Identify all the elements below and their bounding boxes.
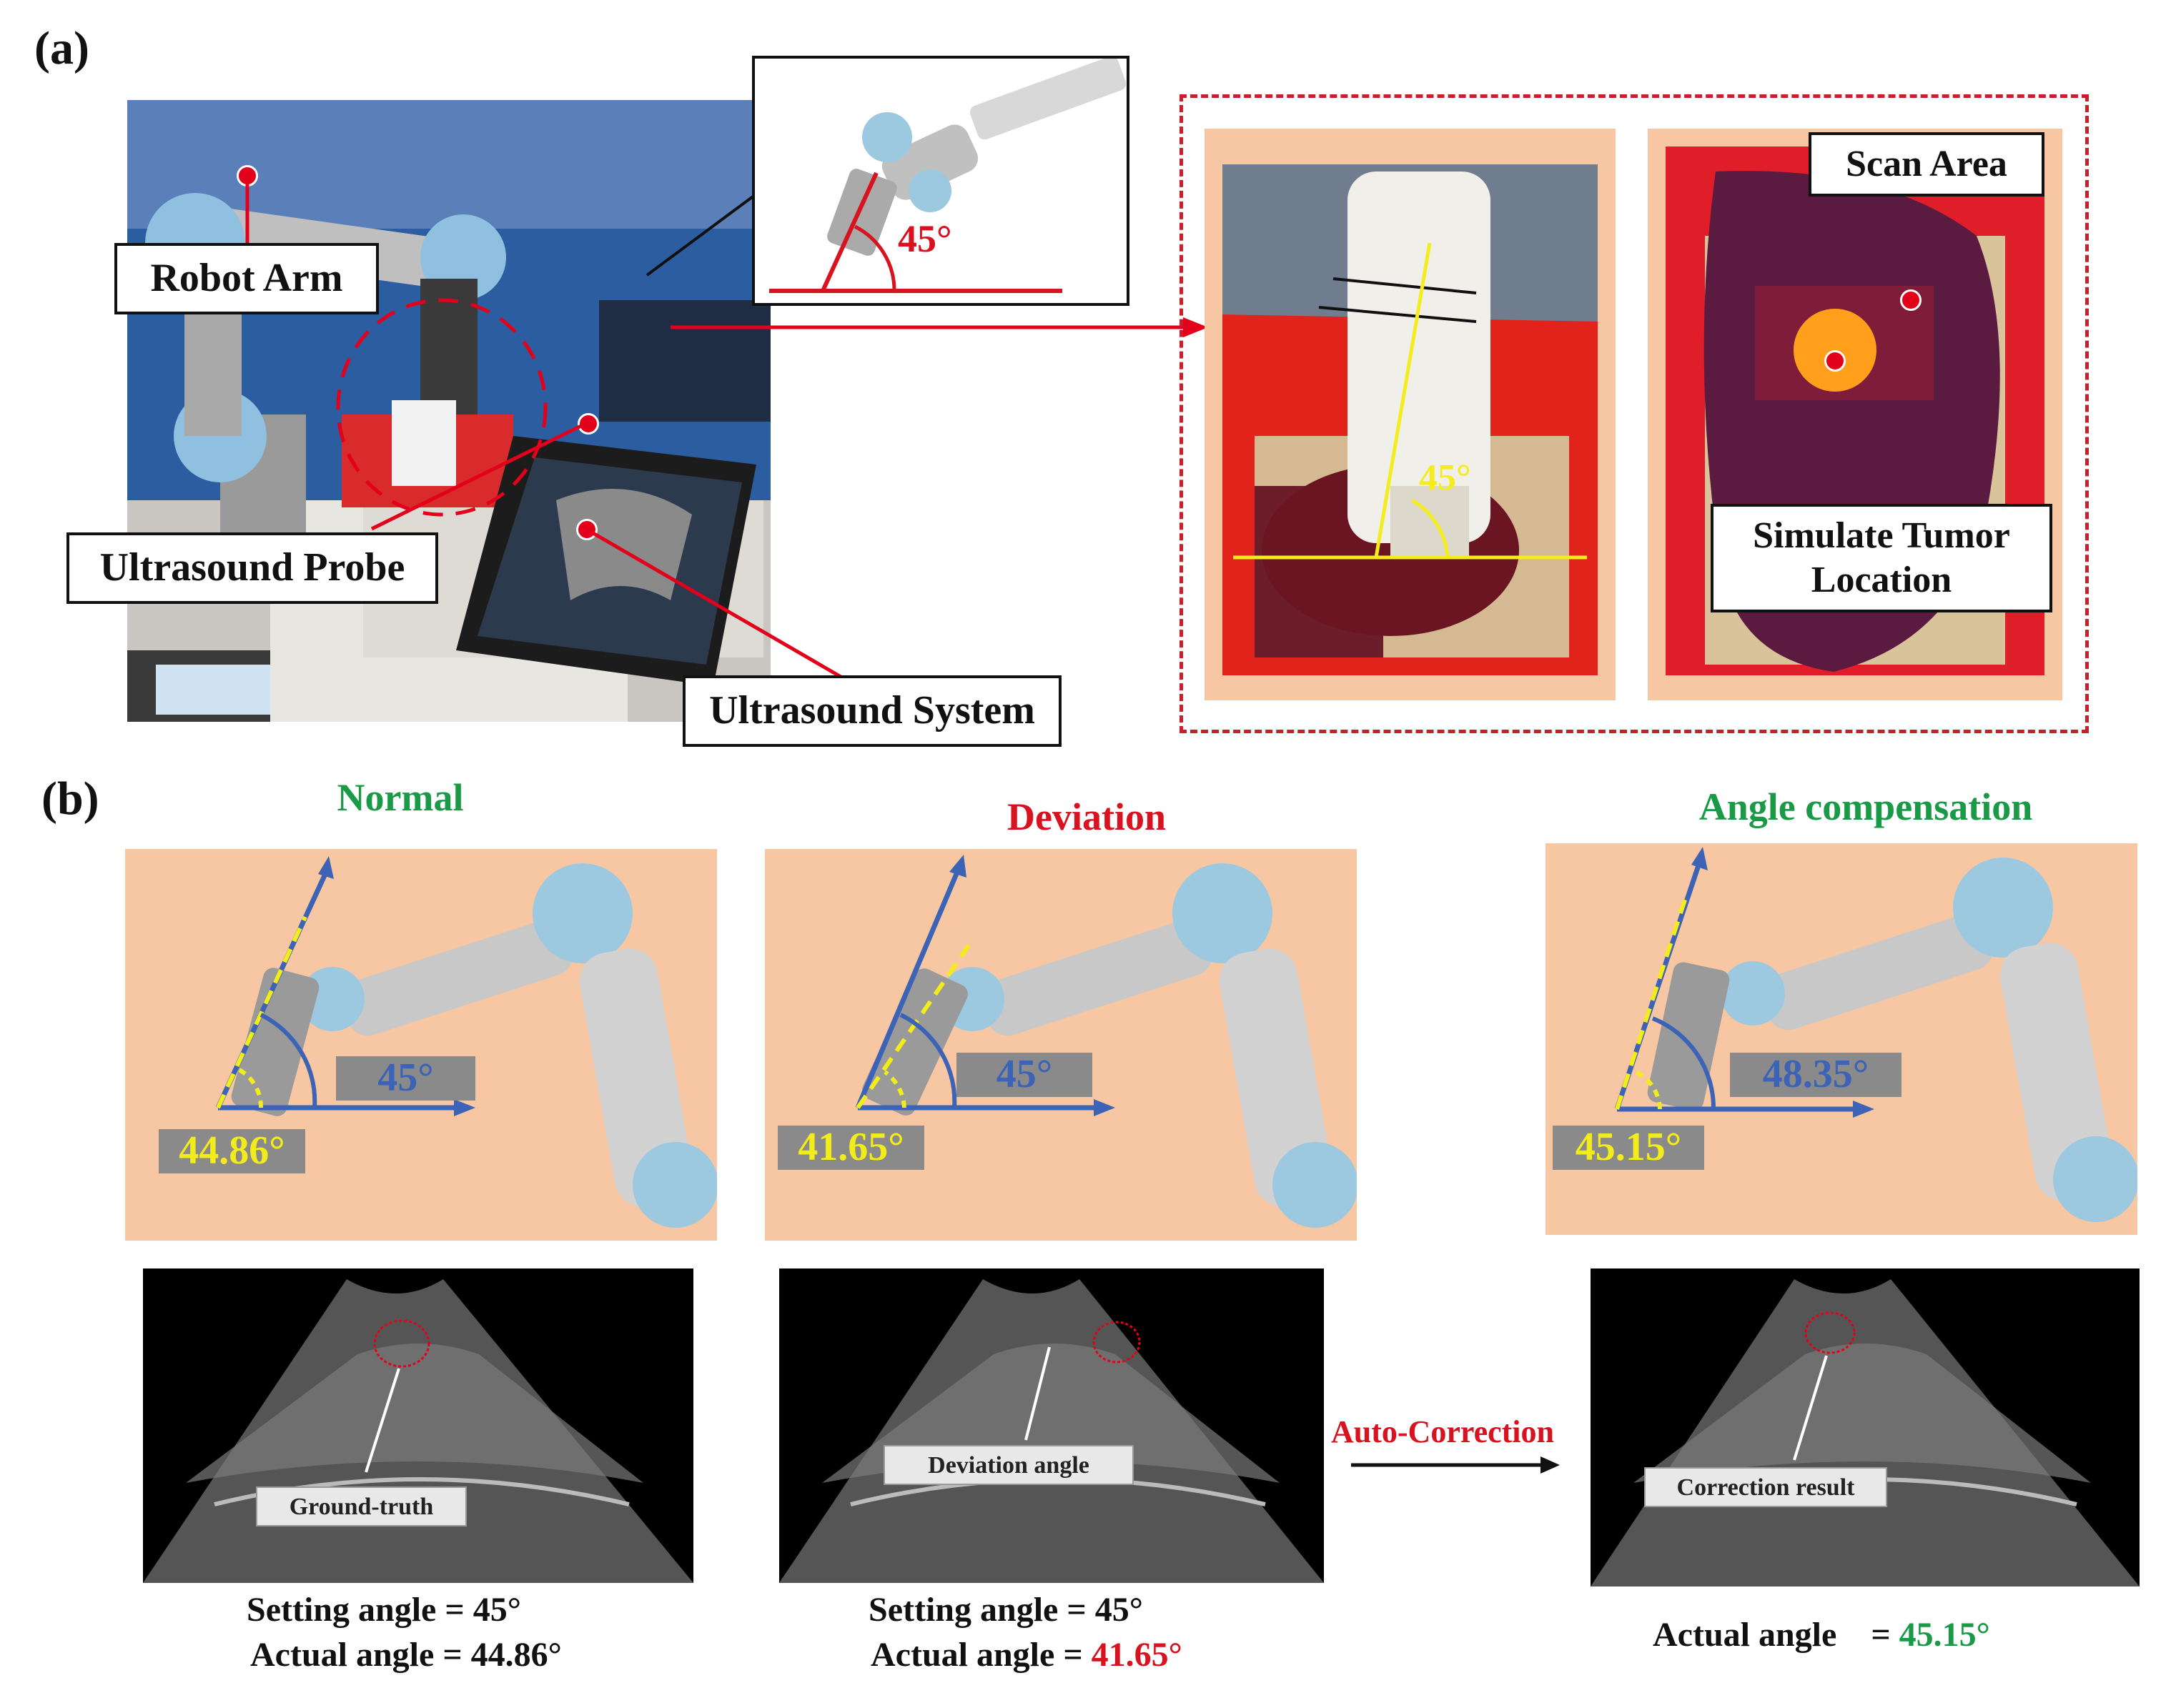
caption-deviation-actual-prefix: Actual angle = bbox=[871, 1636, 1092, 1674]
callout-ultrasound-system: Ultrasound System bbox=[683, 675, 1062, 747]
inset-angle-label: 45° bbox=[898, 217, 952, 260]
inset-probe-angle: 45° bbox=[752, 56, 1129, 306]
caption-normal-actual-value: 44.86° bbox=[470, 1636, 562, 1674]
ultrasound-correction bbox=[1591, 1268, 2140, 1587]
auto-correction-label: Auto-Correction bbox=[1331, 1414, 1554, 1449]
scene-normal bbox=[125, 849, 717, 1241]
us-label-ground-truth: Ground-truth bbox=[256, 1486, 467, 1526]
heading-deviation: Deviation bbox=[1007, 795, 1166, 838]
heading-angle-compensation: Angle compensation bbox=[1698, 785, 2033, 828]
callout-simulate-tumor-line1: Simulate Tumor bbox=[1753, 515, 2010, 556]
scan-area-photo bbox=[1648, 129, 2062, 700]
set-angle-normal: 45° bbox=[336, 1056, 475, 1101]
scene-compensation bbox=[1546, 843, 2137, 1235]
caption-deviation-setting: Setting angle = 45° bbox=[869, 1591, 1143, 1629]
measured-angle-deviation: 41.65° bbox=[778, 1126, 924, 1170]
ultrasound-deviation bbox=[779, 1268, 1324, 1583]
callout-scan-area: Scan Area bbox=[1809, 132, 2044, 197]
panel-b-label: (b) bbox=[41, 773, 99, 825]
panel-a-label: (a) bbox=[34, 22, 89, 74]
caption-compensation-actual-prefix: Actual angle = bbox=[1653, 1616, 1899, 1654]
auto-correction-arrow bbox=[1351, 1456, 1560, 1474]
us-label-correction-result: Correction result bbox=[1644, 1467, 1887, 1507]
measured-angle-compensation: 45.15° bbox=[1553, 1126, 1704, 1170]
set-angle-compensation: 48.35° bbox=[1730, 1053, 1901, 1097]
caption-normal-actual-prefix: Actual angle = bbox=[250, 1636, 471, 1674]
callout-ultrasound-probe: Ultrasound Probe bbox=[66, 532, 438, 604]
caption-normal-actual: Actual angle = 44.86° bbox=[250, 1635, 562, 1674]
phantom-angle-label: 45° bbox=[1419, 457, 1471, 498]
caption-compensation-actual-value: 45.15° bbox=[1899, 1616, 1990, 1654]
ultrasound-normal bbox=[143, 1268, 693, 1583]
measured-angle-normal: 44.86° bbox=[159, 1129, 305, 1173]
us-label-deviation-angle: Deviation angle bbox=[884, 1445, 1134, 1485]
phantom-angle-photo: 45° bbox=[1205, 129, 1616, 700]
set-angle-deviation: 45° bbox=[956, 1053, 1092, 1097]
scene-deviation bbox=[765, 849, 1357, 1241]
caption-deviation-actual: Actual angle = 41.65° bbox=[871, 1635, 1182, 1674]
lab-setup-photo bbox=[127, 100, 771, 722]
callout-robot-arm: Robot Arm bbox=[114, 243, 379, 314]
caption-deviation-actual-value: 41.65° bbox=[1091, 1636, 1182, 1674]
heading-normal: Normal bbox=[337, 776, 464, 819]
callout-simulate-tumor: Simulate Tumor Location bbox=[1711, 504, 2052, 612]
caption-compensation-actual: Actual angle = 45.15° bbox=[1653, 1615, 1990, 1654]
callout-simulate-tumor-line2: Location bbox=[1811, 560, 1952, 600]
caption-normal-setting: Setting angle = 45° bbox=[247, 1591, 521, 1629]
zoom-frame bbox=[1179, 94, 2089, 733]
